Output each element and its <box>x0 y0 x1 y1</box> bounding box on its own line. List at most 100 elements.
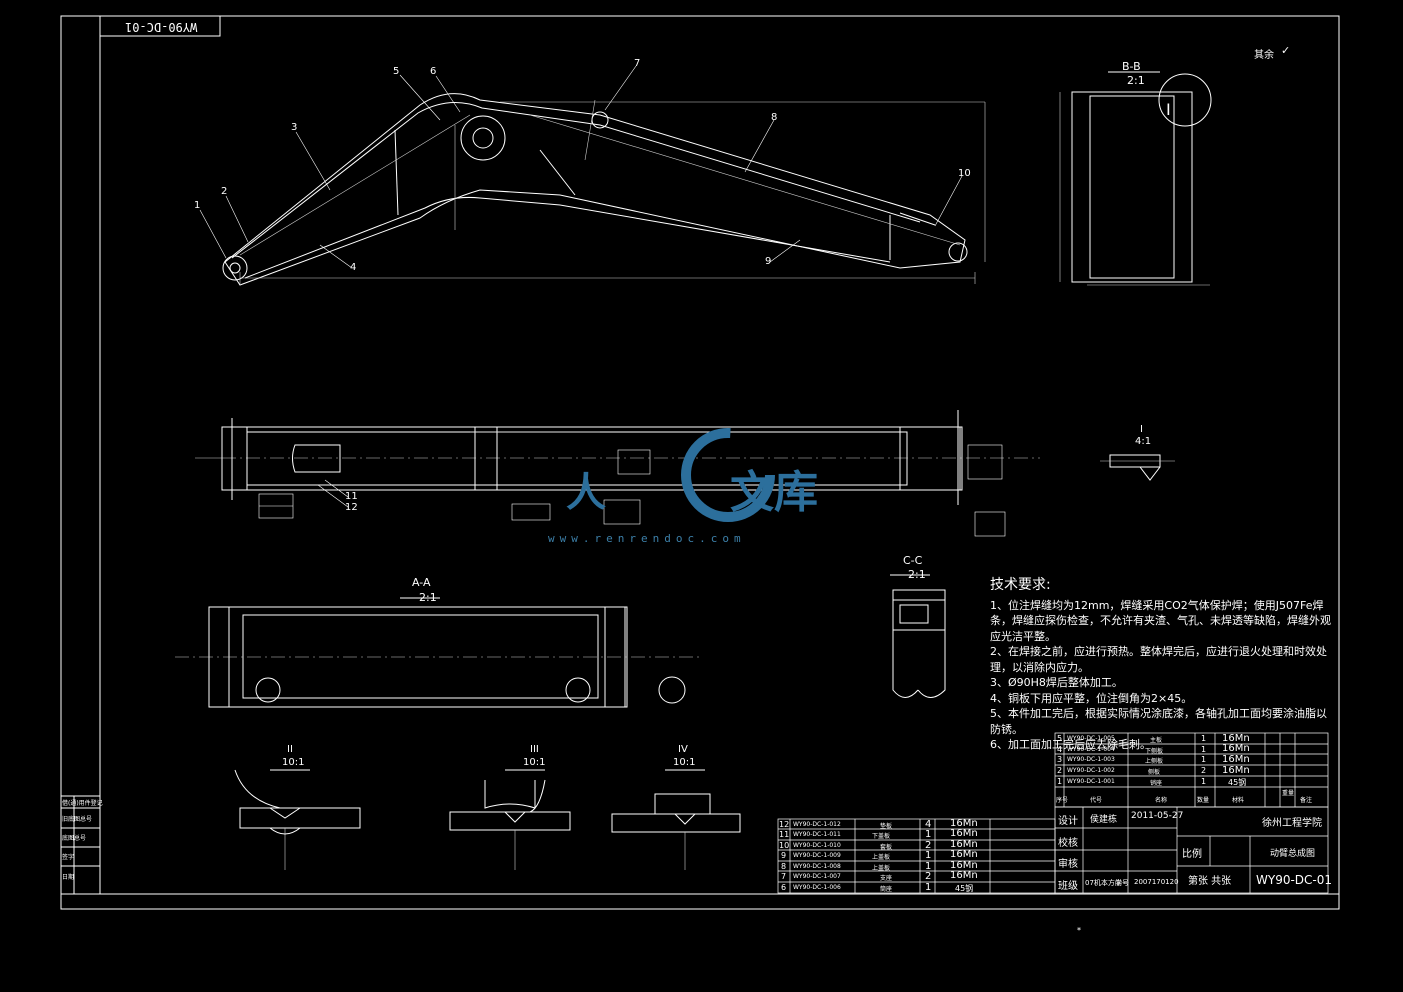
bom-row-qty: 1 <box>925 850 932 861</box>
bom-row-no: 1 <box>1057 777 1063 786</box>
bom-row-qty: 2 <box>925 871 932 882</box>
detail-i-label: I <box>1140 424 1143 435</box>
boom-top-view <box>195 410 1040 505</box>
tb-class-label: 班级 <box>1058 881 1078 892</box>
section-bb-scale: 2:1 <box>1127 74 1145 87</box>
detail-iii-label: III <box>530 744 539 755</box>
detail-ii <box>234 769 361 870</box>
bom-row-qty: 2 <box>1201 766 1207 775</box>
bom-row-mat: 16Mn <box>950 860 978 871</box>
part-label-2: 2 <box>221 186 228 197</box>
bom-row-name: 上侧板 <box>1145 758 1164 765</box>
bom-row-qty: 1 <box>1201 734 1207 743</box>
bom-row-mat: 16Mn <box>950 839 978 850</box>
bom-row-code: WY90-DC-1-001 <box>1067 778 1115 785</box>
section-cc-scale: 2:1 <box>908 568 926 581</box>
bom-row-qty: 4 <box>925 819 932 830</box>
tech-requirements: 技术要求: 1、位注焊缝均为12mm，焊缝采用CO2气体保护焊；使用J507Fe… <box>990 577 1335 753</box>
bom-row-code: WY90-DC-1-008 <box>793 863 841 870</box>
bom-row-no: 7 <box>781 872 787 881</box>
tb-drawing-title: 动臂总成图 <box>1270 849 1316 859</box>
bom-row-name: 主板 <box>1150 737 1163 744</box>
tech-requirements-title: 技术要求: <box>990 577 1051 593</box>
watermark-text: 文库 <box>730 467 818 518</box>
sidebar-row-4: 签字 <box>62 854 75 861</box>
surface-finish-icon: ✓ <box>1281 44 1291 57</box>
bom-upper-grid <box>1054 732 1329 808</box>
sidebar-row-1: 借(通)用件登记 <box>62 800 103 807</box>
code-box <box>99 15 221 37</box>
watermark-mark: 人 <box>566 469 606 516</box>
bom-row-code: WY90-DC-1-005 <box>1067 735 1115 742</box>
bom-row-no: 3 <box>1057 755 1063 764</box>
bom-row-mat: 16Mn <box>950 870 978 881</box>
bom-row-no: 2 <box>1057 766 1063 775</box>
bom-row-mat: 16Mn <box>1222 743 1250 754</box>
bom-row-mat: 16Mn <box>1222 754 1250 765</box>
detail-iv-scale: 10:1 <box>673 757 696 768</box>
bom-row-code: WY90-DC-1-009 <box>793 852 841 859</box>
section-aa-label: A-A <box>412 576 431 589</box>
bom-row-name: 垫板 <box>880 823 893 830</box>
bom-row-no: 5 <box>1057 734 1063 743</box>
bom-lower-grid <box>777 818 1056 894</box>
title-block-grid <box>1054 806 1329 894</box>
detail-ii-scale: 10:1 <box>282 757 305 768</box>
gdt-frames <box>258 444 1006 537</box>
tech-item-1: 1、位注焊缝均为12mm，焊缝采用CO2气体保护焊；使用J507Fe焊条，焊缝应… <box>990 598 1331 643</box>
bom-row-code: WY90-DC-1-011 <box>793 831 841 838</box>
tb-class-value: 07机本方向 <box>1085 879 1122 887</box>
detail-iii <box>449 769 571 870</box>
tb-header-name: 名称 <box>1155 797 1168 804</box>
bom-row-name: 侧板 <box>1148 769 1161 776</box>
part-label-7: 7 <box>634 58 641 69</box>
bom-row-code: WY90-DC-1-007 <box>793 873 841 880</box>
bom-row-name: 套板 <box>880 844 893 851</box>
sidebar-row-3: 底图总号 <box>62 835 87 842</box>
detail-i <box>1100 454 1175 481</box>
bom-row-mat: 45钢 <box>1228 778 1247 787</box>
part-label-1: 1 <box>194 200 201 211</box>
tb-scale-label: 比例 <box>1182 849 1202 860</box>
bom-row-code: WY90-DC-1-004 <box>1067 746 1115 753</box>
bom-row-mat: 45钢 <box>955 884 974 893</box>
bom-row-qty: 1 <box>925 882 932 893</box>
tech-item-3: 3、Ø90H8焊后整体加工。 <box>990 676 1123 689</box>
tb-header-code: 代号 <box>1090 797 1103 804</box>
section-bb-detail-mark: I <box>1166 100 1171 119</box>
bom-row-no: 4 <box>1057 745 1063 754</box>
tech-item-6: 6、加工面加工完后应去除毛刺。 <box>990 738 1151 751</box>
bom-row-mat: 16Mn <box>950 828 978 839</box>
part-label-11: 11 <box>345 491 358 502</box>
section-cc <box>890 574 946 698</box>
bom-row-mat: 16Mn <box>1222 765 1250 776</box>
tb-student-label: 学号 <box>1115 879 1129 887</box>
tech-item-5: 5、本件加工完后，根据实际情况涂底漆，各轴孔加工面均要涂油脂以防锈。 <box>990 707 1327 736</box>
tb-header-qty: 数量 <box>1197 797 1210 804</box>
inner-frame <box>99 15 1340 895</box>
tb-header-mat: 材料 <box>1232 797 1245 804</box>
sidebar-table <box>60 795 101 895</box>
bom-row-mat: 16Mn <box>950 818 978 829</box>
bom-row-no: 12 <box>779 820 790 829</box>
section-cc-label: C-C <box>903 554 923 567</box>
bom-row-code: WY90-DC-1-010 <box>793 842 841 849</box>
detail-iv-label: IV <box>678 744 688 755</box>
bom-row-name: 下侧板 <box>1145 748 1164 755</box>
tb-sheets: 第张 共张 <box>1188 876 1232 887</box>
part-label-4: 4 <box>350 262 357 273</box>
part-label-5: 5 <box>393 66 400 77</box>
boom-front-view <box>222 93 968 286</box>
watermark-logo <box>681 428 775 522</box>
tb-header-note: 备注 <box>1300 797 1313 804</box>
part-label-6: 6 <box>430 66 437 77</box>
footnote: * <box>1077 926 1081 935</box>
bom-row-mat: 16Mn <box>950 849 978 860</box>
bom-row-code: WY90-DC-1-003 <box>1067 756 1115 763</box>
bom-row-name: 支座 <box>880 875 893 882</box>
bom-row-code: WY90-DC-1-006 <box>793 884 841 891</box>
bom-row-qty: 1 <box>1201 777 1207 786</box>
tb-student-no: 2007170120 <box>1134 878 1179 886</box>
tech-item-4: 4、铜板下用应平整，位注倒角为2×45。 <box>990 691 1193 705</box>
